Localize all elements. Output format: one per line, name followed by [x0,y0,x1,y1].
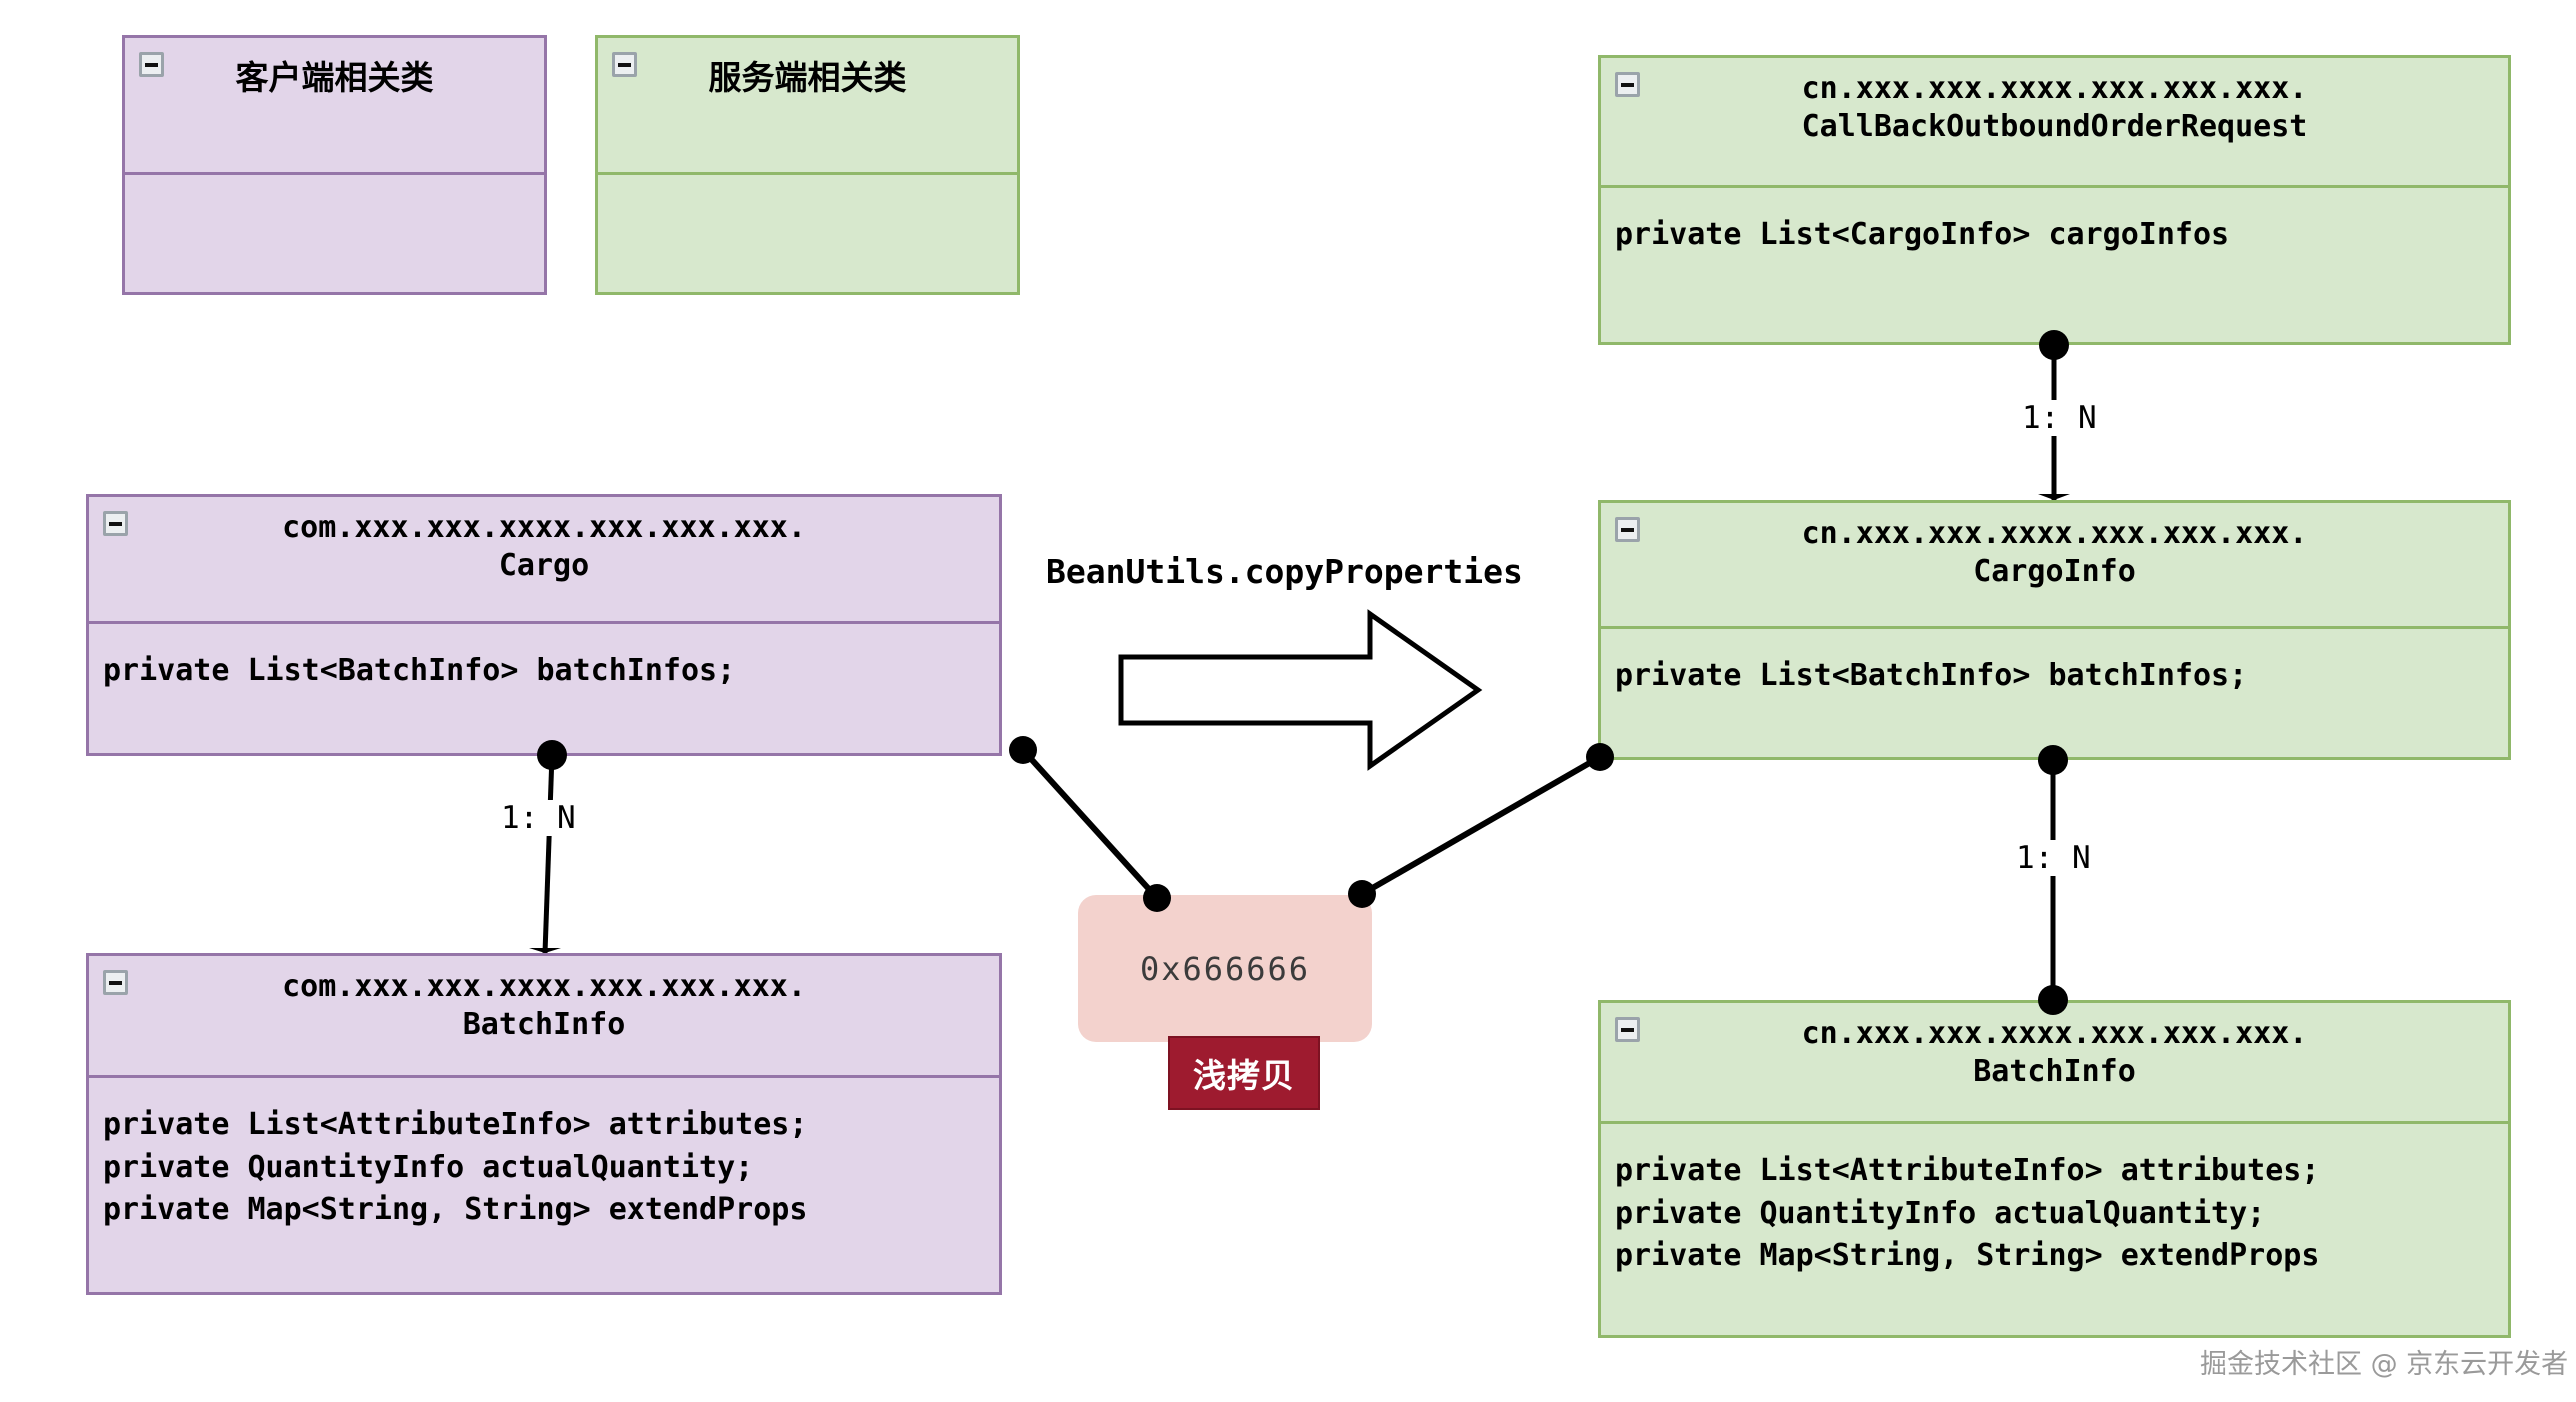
class-title-cargo: com.xxx.xxx.xxxx.xxx.xxx.xxx. Cargo [282,510,806,584]
class-title-batchinfo-server: cn.xxx.xxx.xxxx.xxx.xxx.xxx. BatchInfo [1801,1016,2308,1090]
minus-icon[interactable] [103,970,128,995]
class-fields-callback-request: private List<CargoInfo> cargoInfos [1615,217,2230,252]
legend-client-body [125,175,544,292]
class-title-callback-request: cn.xxx.xxx.xxxx.xxx.xxx.xxx. CallBackOut… [1801,71,2308,145]
class-title-batchinfo-client: com.xxx.xxx.xxxx.xxx.xxx.xxx. BatchInfo [282,969,806,1043]
minus-icon[interactable] [612,52,637,77]
relation-label-client-cargo-batch: 1: N [497,800,580,836]
class-box-callback-request[interactable]: cn.xxx.xxx.xxxx.xxx.xxx.xxx. CallBackOut… [1598,55,2511,345]
class-header-cargo: com.xxx.xxx.xxxx.xxx.xxx.xxx. Cargo [89,497,999,624]
class-fields-cargo: private List<BatchInfo> batchInfos; [103,653,736,688]
minus-icon[interactable] [1615,72,1640,97]
class-box-cargoinfo[interactable]: cn.xxx.xxx.xxxx.xxx.xxx.xxx. CargoInfo p… [1598,500,2511,760]
memory-address-node[interactable]: 0x666666 [1078,895,1372,1042]
legend-client-box[interactable]: 客户端相关类 [122,35,547,295]
class-header-callback-request: cn.xxx.xxx.xxxx.xxx.xxx.xxx. CallBackOut… [1601,58,2508,188]
minus-icon[interactable] [1615,1017,1640,1042]
minus-icon[interactable] [1615,517,1640,542]
legend-server-body [598,175,1017,292]
legend-client-header: 客户端相关类 [125,38,544,175]
status-badge-label: 浅拷贝 [1193,1056,1295,1095]
minus-icon[interactable] [139,52,164,77]
watermark: 掘金技术社区 @ 京东云开发者 [2200,1349,2569,1380]
legend-server-title: 服务端相关类 [708,58,907,97]
legend-server-header: 服务端相关类 [598,38,1017,175]
legend-client-title: 客户端相关类 [235,58,434,97]
class-header-batchinfo-server: cn.xxx.xxx.xxxx.xxx.xxx.xxx. BatchInfo [1601,1003,2508,1124]
memory-address-label: 0x666666 [1139,949,1311,988]
minus-icon[interactable] [103,511,128,536]
relation-label-server-request-cargo: 1: N [2018,400,2101,436]
class-box-cargo[interactable]: com.xxx.xxx.xxxx.xxx.xxx.xxx. Cargo priv… [86,494,1002,756]
class-box-batchinfo-client[interactable]: com.xxx.xxx.xxxx.xxx.xxx.xxx. BatchInfo … [86,953,1002,1295]
class-title-cargoinfo: cn.xxx.xxx.xxxx.xxx.xxx.xxx. CargoInfo [1801,516,2308,590]
transform-caption: BeanUtils.copyProperties [1046,552,1523,591]
relation-label-server-cargo-batch: 1: N [2012,840,2095,876]
status-badge-shallow-copy: 浅拷贝 [1168,1036,1320,1110]
class-header-cargoinfo: cn.xxx.xxx.xxxx.xxx.xxx.xxx. CargoInfo [1601,503,2508,629]
class-header-batchinfo-client: com.xxx.xxx.xxxx.xxx.xxx.xxx. BatchInfo [89,956,999,1078]
class-fields-batchinfo-client: private List<AttributeInfo> attributes; … [103,1107,808,1228]
legend-server-box[interactable]: 服务端相关类 [595,35,1020,295]
class-box-batchinfo-server[interactable]: cn.xxx.xxx.xxxx.xxx.xxx.xxx. BatchInfo p… [1598,1000,2511,1338]
class-fields-cargoinfo: private List<BatchInfo> batchInfos; [1615,658,2248,693]
class-fields-batchinfo-server: private List<AttributeInfo> attributes; … [1615,1153,2320,1274]
